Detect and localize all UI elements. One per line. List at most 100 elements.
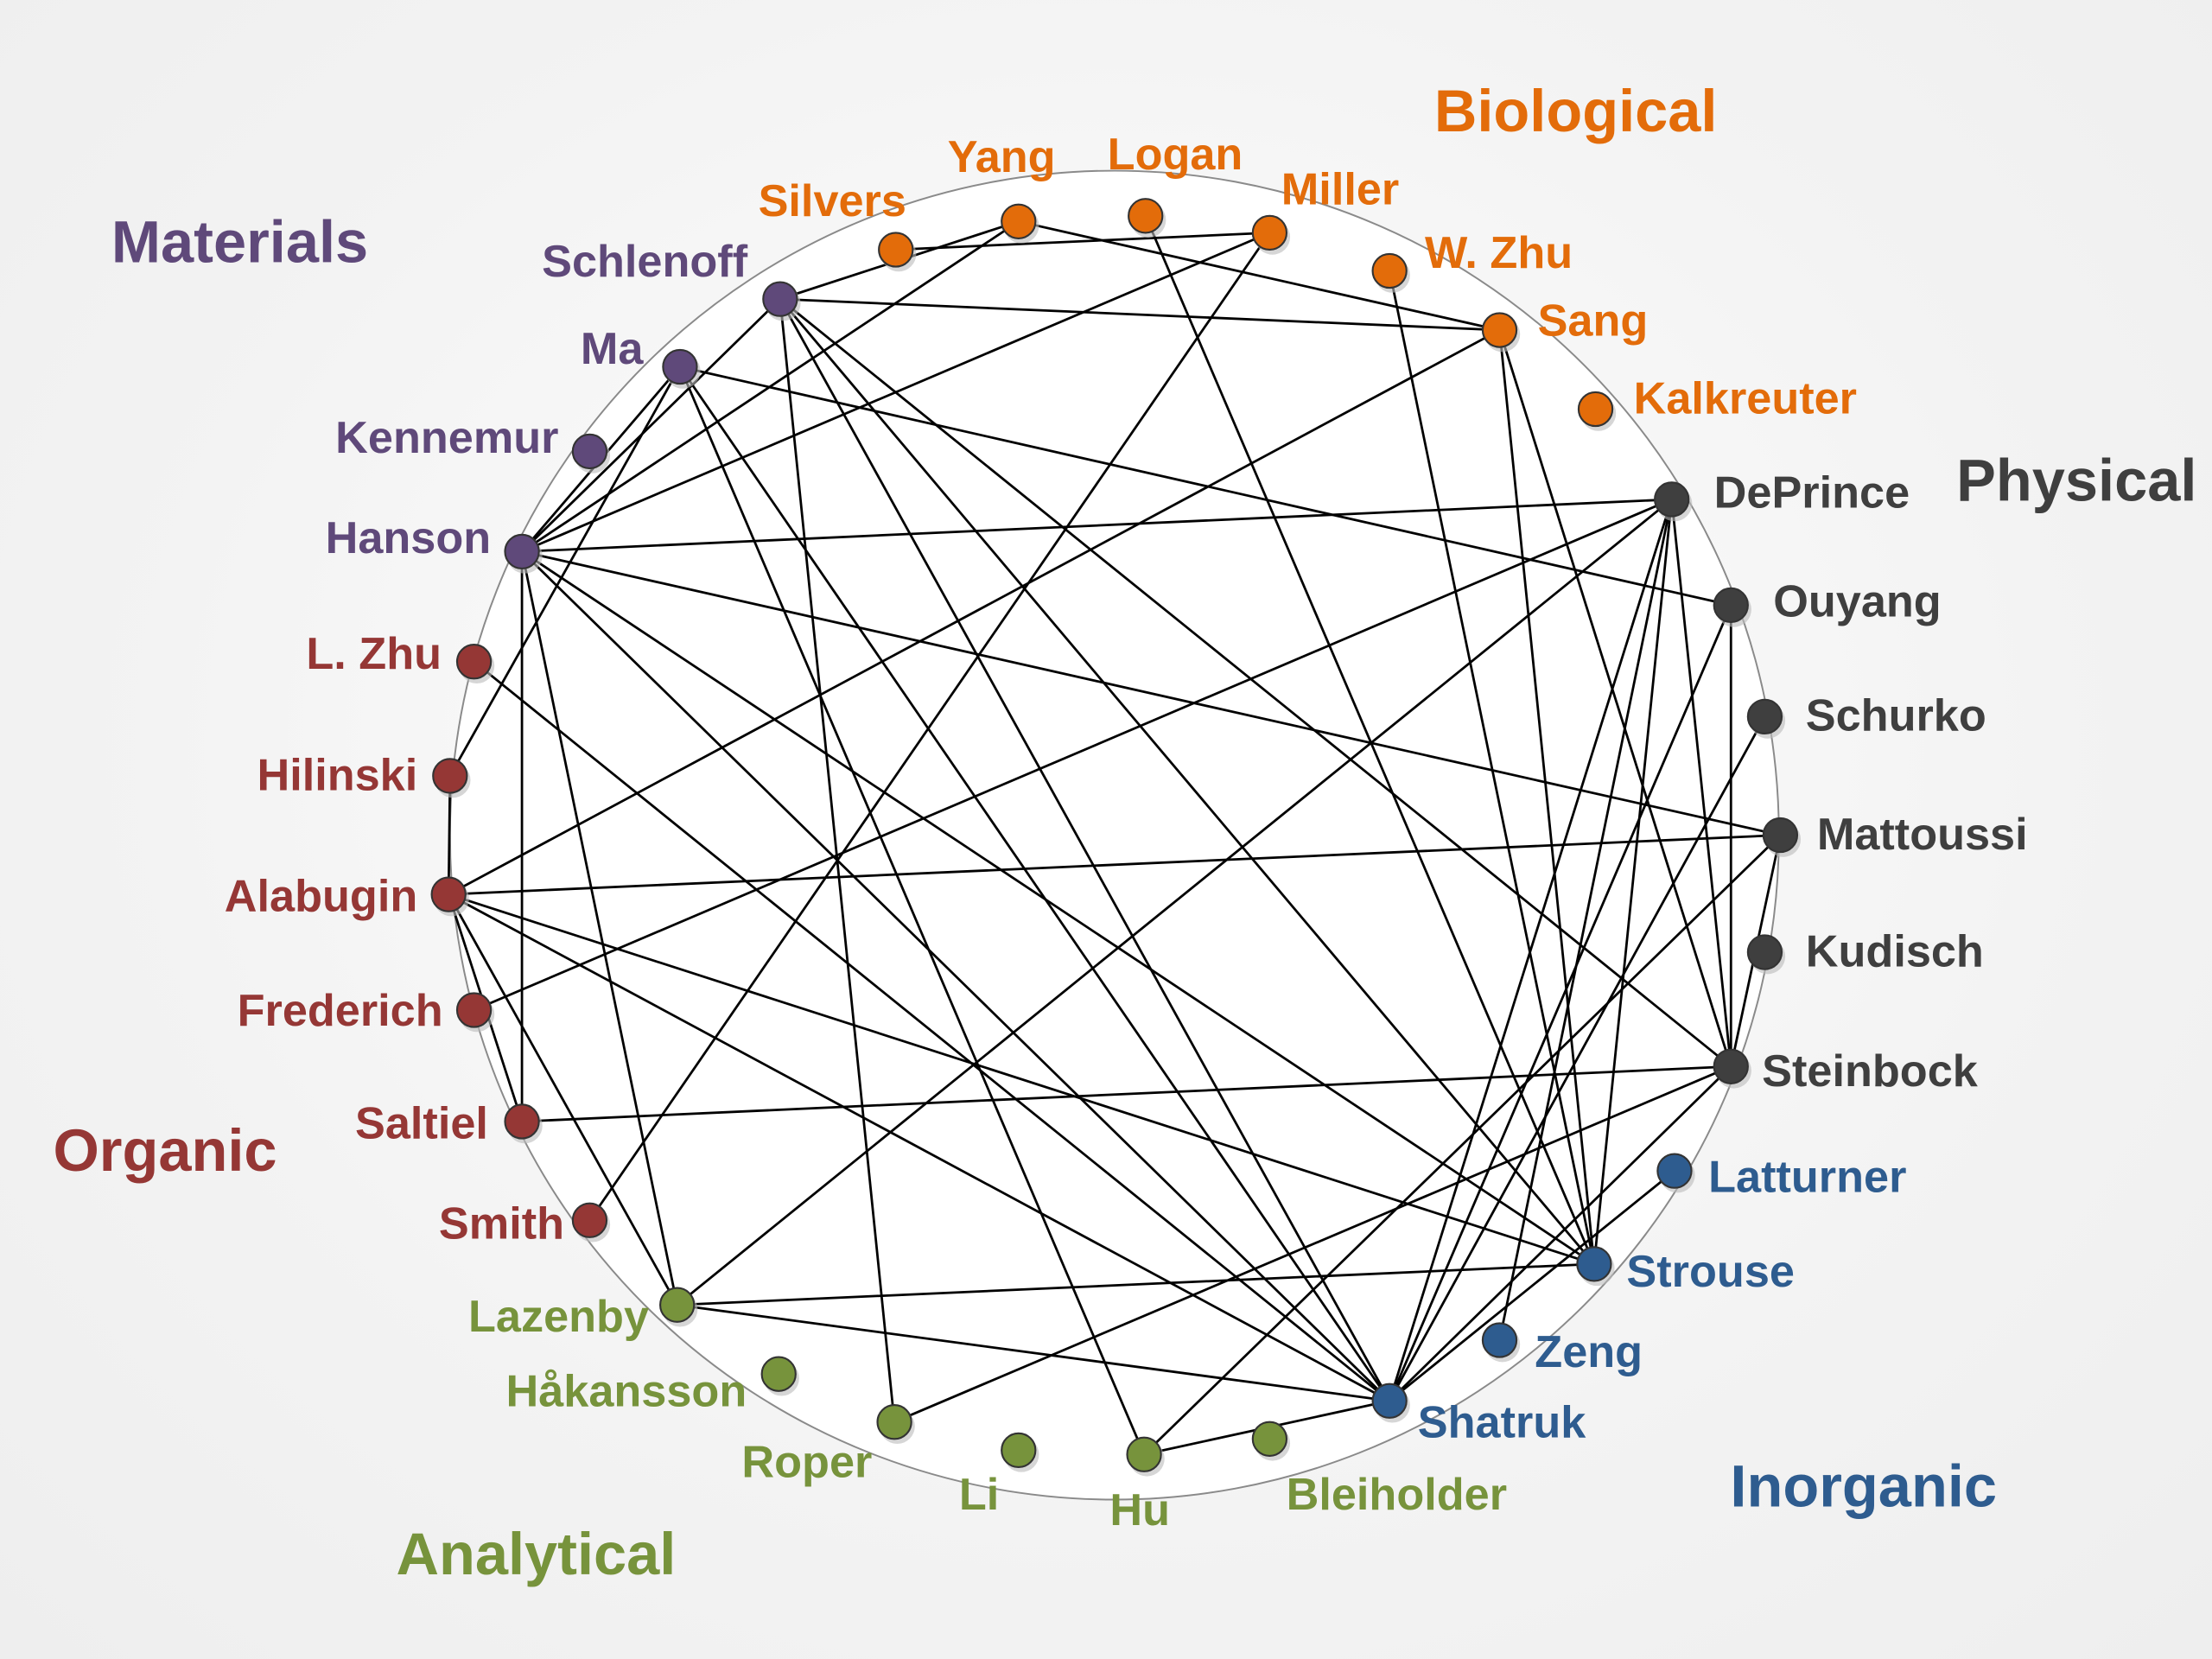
edge-deprince-hanson [522,498,1672,553]
node-label: Ma [581,324,645,374]
node-dot[interactable] [504,1103,540,1140]
node-label: Smith [439,1198,564,1249]
edge-schlenoff-hanson [521,298,781,553]
node-dot[interactable] [1001,203,1037,239]
node-dot[interactable] [1746,934,1783,970]
node-dot[interactable] [878,232,914,268]
node-hilinski[interactable]: Hilinski [257,750,471,800]
edge-schlenoff-steinbock [779,298,1732,1068]
node-label: Schlenoff [542,237,748,287]
node-dot[interactable] [1713,1048,1749,1084]
node-dot[interactable] [1577,391,1614,428]
edge-deprince-shatruk [1388,499,1674,1402]
node-dot[interactable] [1371,252,1408,289]
node-dot[interactable] [1762,817,1799,854]
node-lazenby[interactable]: Lazenby [468,1287,698,1343]
node-yang[interactable]: Yang [948,132,1056,244]
group-label-physical: Physical [1956,448,2196,514]
node-label: L. Zhu [306,629,442,679]
node-saltiel[interactable]: Saltiel [355,1099,543,1149]
node-dot[interactable] [1001,1432,1037,1469]
edge-deprince-frederich [474,498,1673,1012]
node-dot[interactable] [1656,1153,1693,1189]
node-h-kansson[interactable]: Håkansson [506,1356,799,1417]
node-dot[interactable] [762,281,798,317]
node-mattoussi[interactable]: Mattoussi [1762,810,2028,860]
node-dot[interactable] [1746,698,1783,735]
node-miller[interactable]: Miller [1251,165,1399,255]
node-smith[interactable]: Smith [439,1198,611,1249]
node-zeng[interactable]: Zeng [1481,1322,1643,1377]
node-logan[interactable]: Logan [1108,130,1243,238]
node-dot[interactable] [455,992,493,1028]
node-dot[interactable] [571,433,608,470]
node-li[interactable]: Li [959,1432,1039,1520]
node-shatruk[interactable]: Shatruk [1371,1382,1587,1448]
node-label: Kudisch [1806,926,1984,976]
node-kennemur[interactable]: Kennemur [335,413,611,474]
node-kudisch[interactable]: Kudisch [1746,926,1984,976]
node-frederich[interactable]: Frederich [238,986,495,1036]
node-latturner[interactable]: Latturner [1656,1153,1906,1203]
node-dot[interactable] [455,644,493,680]
node-ma[interactable]: Ma [581,324,701,389]
node-hu[interactable]: Hu [1109,1436,1170,1535]
node-kalkreuter[interactable]: Kalkreuter [1577,373,1857,431]
edge-hu-mattoussi [1143,834,1782,1456]
node-label: Hilinski [257,750,417,800]
node-silvers[interactable]: Silvers [759,176,917,272]
node-roper[interactable]: Roper [741,1404,915,1487]
node-dot[interactable] [504,533,540,570]
node-dot[interactable] [1251,214,1288,251]
group-label-analytical: Analytical [396,1521,676,1587]
node-dot[interactable] [1251,1421,1288,1457]
node-hanson[interactable]: Hanson [326,513,543,574]
node-label: Li [959,1470,999,1520]
node-schurko[interactable]: Schurko [1746,691,1986,741]
node-dot[interactable] [659,1287,696,1323]
node-dot[interactable] [1481,1322,1518,1358]
node-label: Kalkreuter [1634,373,1857,423]
edge-schurko-shatruk [1388,715,1766,1402]
node-dot[interactable] [1481,312,1518,348]
node-dot[interactable] [1126,1436,1162,1472]
node-schlenoff[interactable]: Schlenoff [542,237,801,321]
node-dot[interactable] [430,876,467,912]
edge-ouyang-shatruk [1388,604,1732,1402]
node-dot[interactable] [1128,198,1164,234]
node-bleiholder[interactable]: Bleiholder [1251,1421,1507,1520]
edge-w-zhu-strouse [1388,270,1596,1265]
node-dot[interactable] [1713,587,1749,624]
edge-alabugin-lazenby [447,893,678,1306]
edge-lazenby-shatruk [677,1303,1390,1402]
edge-hanson-mattoussi [521,550,1781,836]
node-sang[interactable]: Sang [1481,296,1648,353]
node-label: Steinbock [1762,1046,1979,1096]
node-steinbock[interactable]: Steinbock [1713,1046,1979,1096]
node-dot[interactable] [571,1202,608,1238]
node-dot[interactable] [1576,1246,1612,1282]
node-alabugin[interactable]: Alabugin [225,872,469,922]
edge-hanson-shatruk [521,550,1391,1402]
node-dot[interactable] [1371,1382,1408,1419]
node-l-zhu[interactable]: L. Zhu [306,629,495,684]
edge-alabugin-mattoussi [448,834,1781,896]
node-label: Håkansson [506,1367,747,1417]
edge-deprince-strouse [1592,499,1674,1264]
node-dot[interactable] [432,758,468,794]
node-strouse[interactable]: Strouse [1576,1246,1795,1297]
node-ouyang[interactable]: Ouyang [1713,576,1942,627]
node-label: Schurko [1806,691,1986,741]
edge-saltiel-steinbock [522,1065,1732,1123]
node-label: Logan [1108,130,1243,180]
group-labels: BiologicalMaterialsPhysicalOrganicInorga… [53,78,2196,1587]
node-dot[interactable] [760,1356,797,1392]
node-label: Yang [948,132,1056,182]
node-deprince[interactable]: DePrince [1654,468,1910,522]
node-dot[interactable] [1654,481,1690,518]
node-w-zhu[interactable]: W. Zhu [1371,228,1573,293]
node-dot[interactable] [662,348,698,385]
node-dot[interactable] [876,1404,912,1440]
